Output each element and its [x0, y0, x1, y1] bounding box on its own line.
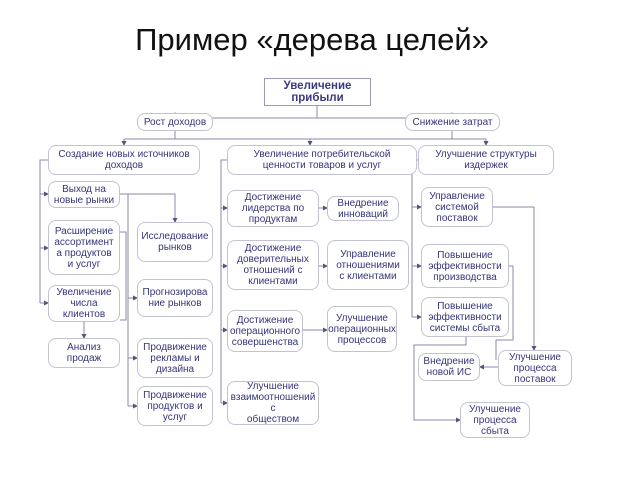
- node-cost-structure: Улучшение структуры издержек: [418, 145, 554, 175]
- node-new-markets: Выход на новые рынки: [48, 181, 120, 208]
- node-new-is: Внедрение новой ИС: [418, 353, 480, 381]
- node-new-revenue-sources: Создание новых источников доходов: [48, 145, 200, 175]
- node-ad-promotion: Продвижение рекламы и дизайна: [137, 338, 213, 378]
- node-cost-reduction: Снижение затрат: [405, 113, 500, 131]
- node-product-leadership: Достижение лидерства по продуктам: [227, 190, 319, 227]
- node-product-promotion: Продвижение продуктов и услуг: [137, 386, 213, 426]
- node-more-clients: Увеличение числа клиентов: [48, 285, 120, 322]
- node-increase-profit: Увеличение прибыли: [264, 78, 371, 106]
- node-sales-analysis: Анализ продаж: [48, 338, 120, 368]
- node-market-forecast: Прогнозирова ние рынков: [137, 279, 213, 317]
- node-sales-process: Улучшение процесса сбыта: [460, 402, 530, 438]
- node-sales-efficiency: Повышение эффективности системы сбыта: [421, 297, 509, 337]
- node-crm: Управление отношениями с клиентами: [327, 240, 409, 290]
- node-consumer-value: Увеличение потребительской ценности това…: [227, 145, 417, 175]
- node-innovation: Внедрение инноваций: [327, 196, 399, 221]
- node-revenue-growth: Рост доходов: [137, 113, 213, 131]
- node-operational-processes: Улучшение операционных процессов: [327, 306, 397, 352]
- node-trust-relations: Достижение доверительных отношений с кли…: [227, 240, 319, 290]
- node-supply-management: Управление системой поставок: [421, 187, 493, 227]
- node-society-relations: Улучшение взаимоотношений с обществом: [227, 381, 319, 425]
- slide-title: Пример «дерева целей»: [135, 22, 489, 57]
- node-production-efficiency: Повышение эффективности производства: [421, 244, 509, 288]
- node-operational-excellence: Достижение операционного совершенства: [227, 310, 303, 352]
- node-market-research: Исследование рынков: [137, 222, 213, 262]
- node-range-expansion: Расширение ассортимент а продуктов и усл…: [48, 220, 120, 275]
- node-supply-process: Улучшение процесса поставок: [498, 350, 572, 386]
